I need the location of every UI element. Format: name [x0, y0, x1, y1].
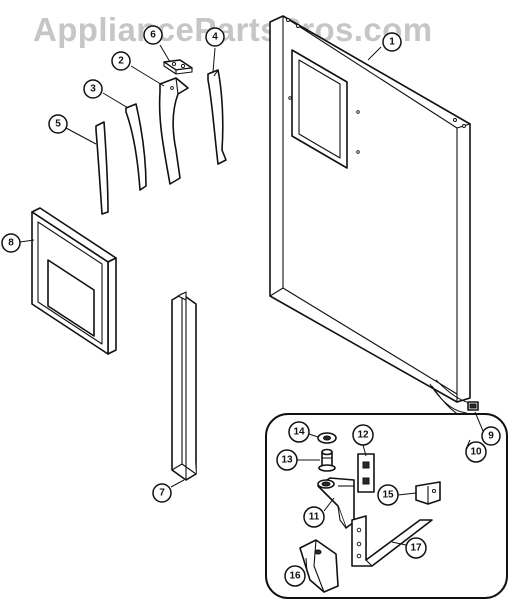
watermark-text: AppliancePartsPros.com: [33, 11, 433, 48]
callout-label: 7: [159, 488, 165, 499]
callout-label: 17: [410, 543, 422, 554]
callout-14: 14: [288, 421, 310, 443]
callout-4: 4: [205, 27, 225, 47]
pin-part-13: [318, 448, 336, 472]
callout-label: 11: [309, 512, 320, 523]
callout-13: 13: [276, 449, 298, 471]
callout-label: 10: [470, 447, 482, 458]
trim-piece-part-2: [158, 77, 189, 185]
callout-1: 1: [382, 32, 402, 52]
callout-3: 3: [83, 79, 103, 99]
callout-6: 6: [143, 25, 163, 45]
hinge-cover-part-16: [299, 539, 339, 593]
callout-label: 1: [389, 37, 395, 48]
callout-label: 6: [150, 30, 156, 41]
washer-part-14: [317, 432, 337, 444]
bracket-part-15: [415, 481, 441, 505]
callout-16: 16: [284, 565, 306, 587]
callout-9: 9: [481, 426, 501, 446]
callout-label: 16: [289, 571, 301, 582]
callout-label: 14: [293, 427, 305, 438]
trim-piece-part-4: [207, 69, 227, 165]
dispenser-frame-part-8: [31, 207, 117, 355]
hinge-bracket-part-17: [351, 515, 433, 567]
trim-piece-part-3: [125, 103, 147, 191]
callout-11: 11: [303, 506, 325, 528]
callout-label: 12: [357, 430, 369, 441]
callout-label: 3: [90, 84, 96, 95]
bracket-part-6: [163, 59, 193, 75]
callout-12: 12: [352, 424, 374, 446]
hinge-part-11: [317, 477, 355, 529]
wire-connector-part-9: [467, 401, 479, 411]
callout-10: 10: [465, 441, 487, 463]
callout-label: 5: [55, 119, 61, 130]
callout-label: 9: [488, 431, 494, 442]
callout-2: 2: [111, 51, 131, 71]
trim-piece-part-5: [95, 121, 109, 215]
door-panel-part-1: [269, 15, 471, 403]
callout-8: 8: [1, 233, 21, 253]
hinge-plate-part-12: [357, 453, 375, 493]
channel-part-7: [171, 291, 197, 481]
callout-label: 15: [382, 490, 394, 501]
callout-label: 13: [281, 455, 293, 466]
callout-17: 17: [405, 537, 427, 559]
callout-7: 7: [152, 483, 172, 503]
callout-label: 8: [8, 238, 14, 249]
callout-label: 4: [212, 32, 218, 43]
leader-lines: [19, 44, 484, 573]
callout-5: 5: [48, 114, 68, 134]
callout-label: 2: [118, 56, 124, 67]
callout-15: 15: [377, 484, 399, 506]
